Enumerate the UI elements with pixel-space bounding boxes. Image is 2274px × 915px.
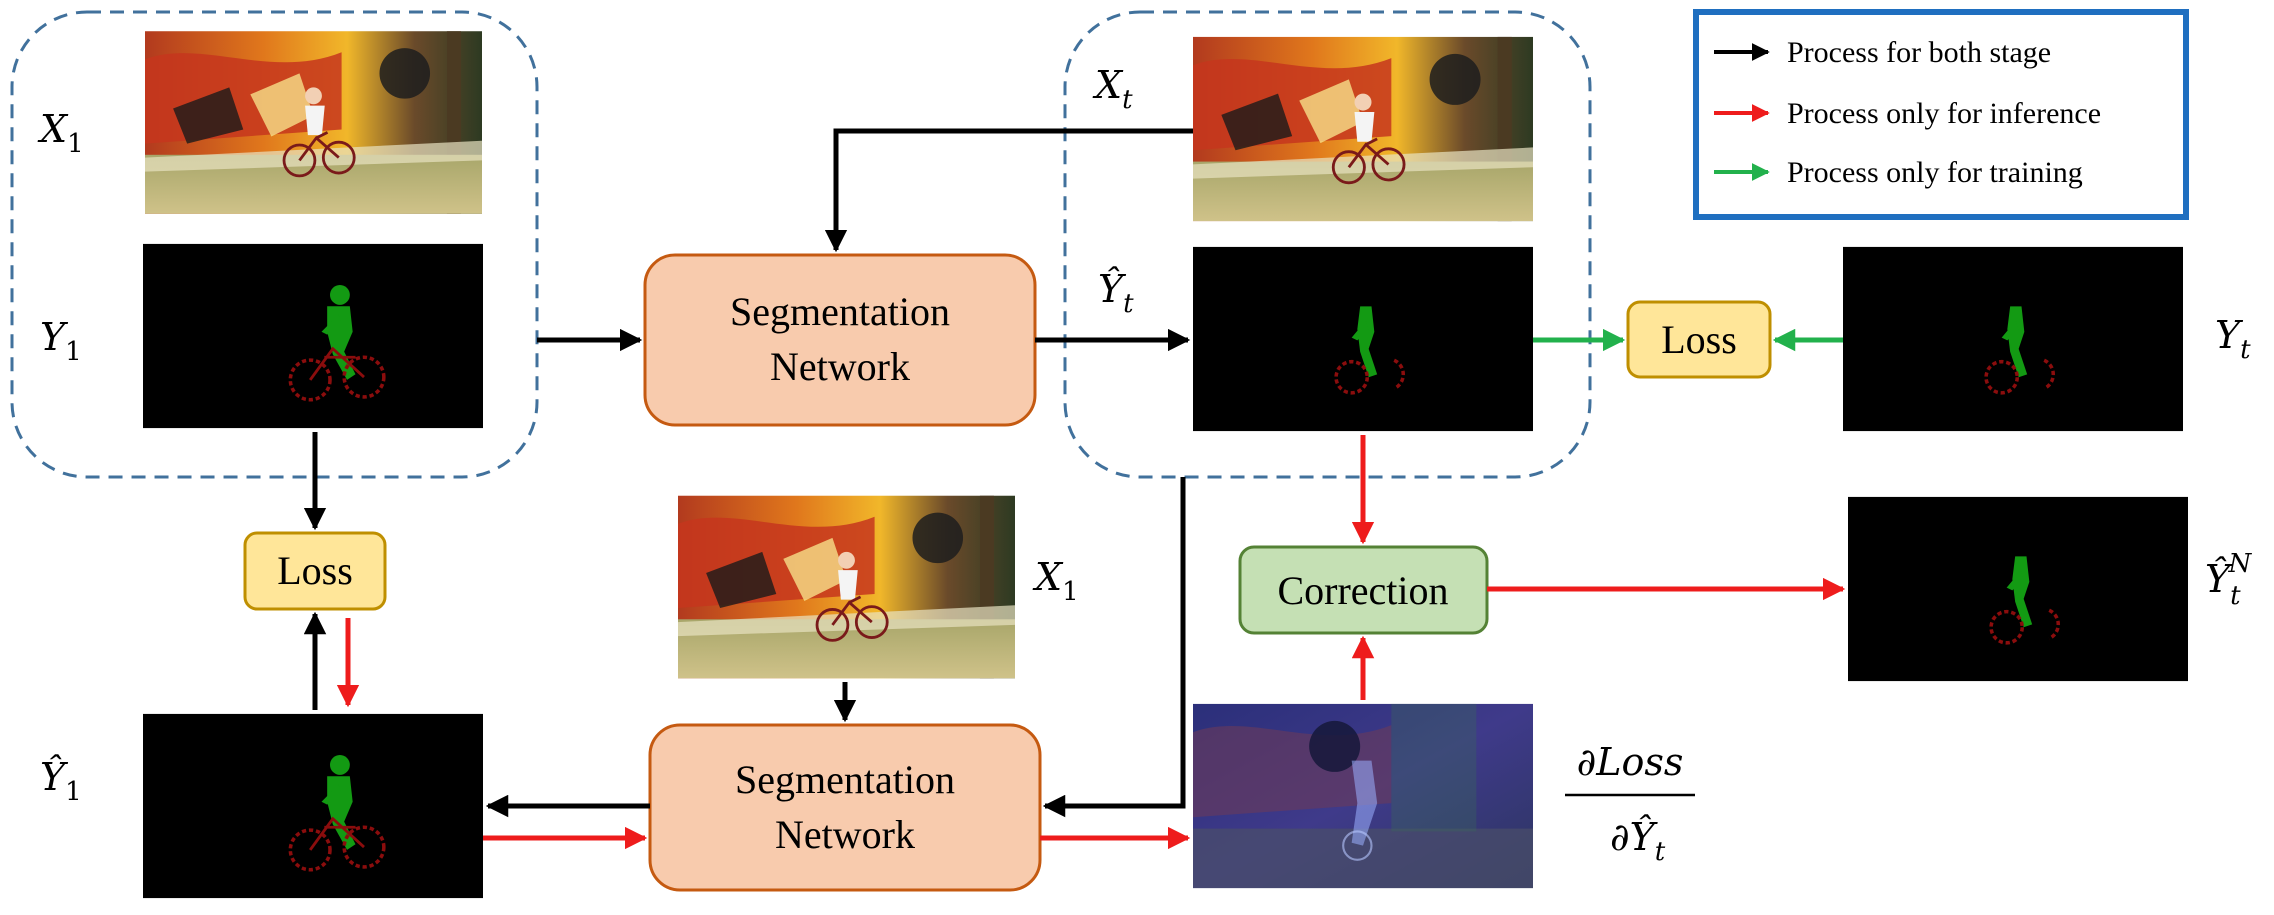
mask-y1: [143, 242, 483, 430]
correction-box: Correction: [1238, 545, 1489, 635]
loss-right: Loss: [1626, 300, 1772, 379]
svg-text:X1: X1: [37, 107, 84, 159]
svg-text:Yt: Yt: [2215, 313, 2251, 365]
legend-box: [1693, 9, 2189, 220]
label-x1-mid: X1: [1032, 555, 1079, 607]
svg-text:X1: X1: [1032, 555, 1079, 607]
seg-net-bottom-line2: Network: [775, 812, 915, 857]
svg-text:Ŷt: Ŷt: [1098, 267, 1134, 319]
mask-yhat-t: [1193, 245, 1533, 433]
svg-text:Y1: Y1: [40, 315, 82, 367]
gradient-map: [1193, 702, 1533, 890]
loss-right-label: Loss: [1661, 317, 1737, 362]
seg-net-top-line1: Segmentation: [730, 289, 950, 334]
label-yhat-t: Ŷt: [1098, 267, 1134, 319]
photo-frame-x1-mid: [678, 494, 1015, 680]
label-yhat-tN: ŶtN: [2205, 549, 2253, 611]
segmentation-network-top: Segmentation Network: [643, 253, 1037, 427]
label-gradient-fraction: ∂Loss ∂Ŷt: [1565, 740, 1695, 867]
photo-frame-x1: [145, 30, 482, 215]
legend-label-training: Process only for training: [1787, 156, 2083, 189]
svg-text:Xt: Xt: [1092, 63, 1133, 115]
arrow-group-to-segnet-bottom: [1042, 477, 1186, 818]
loss-left: Loss: [243, 531, 387, 611]
legend-label-inference: Process only for inference: [1787, 97, 2101, 130]
label-xt: Xt: [1092, 63, 1133, 115]
seg-net-top-line2: Network: [770, 344, 910, 389]
svg-text:ŶtN: ŶtN: [2205, 549, 2253, 611]
label-y1: Y1: [40, 315, 82, 367]
mask-yhat-1: [143, 712, 483, 900]
correction-label: Correction: [1277, 568, 1448, 613]
svg-text:∂Loss: ∂Loss: [1577, 740, 1684, 784]
label-yt: Yt: [2215, 313, 2251, 365]
mask-yhat-tN: [1848, 495, 2188, 683]
label-yhat-1: Ŷ1: [40, 755, 82, 807]
seg-net-bottom-line1: Segmentation: [735, 757, 955, 802]
segmentation-network-bottom: Segmentation Network: [648, 723, 1042, 892]
photo-frame-xt: [1193, 35, 1533, 223]
mask-yt: [1843, 245, 2183, 433]
label-x1-top: X1: [37, 107, 84, 159]
svg-text:Ŷ1: Ŷ1: [40, 755, 82, 807]
svg-text:∂Ŷt: ∂Ŷt: [1610, 815, 1666, 867]
input-pair-group-left: [10, 10, 539, 479]
target-pair-group: [1063, 10, 1592, 479]
arrow-xt-to-segnet: [824, 128, 1193, 253]
loss-left-label: Loss: [277, 548, 353, 593]
legend-label-both: Process for both stage: [1787, 36, 2051, 69]
